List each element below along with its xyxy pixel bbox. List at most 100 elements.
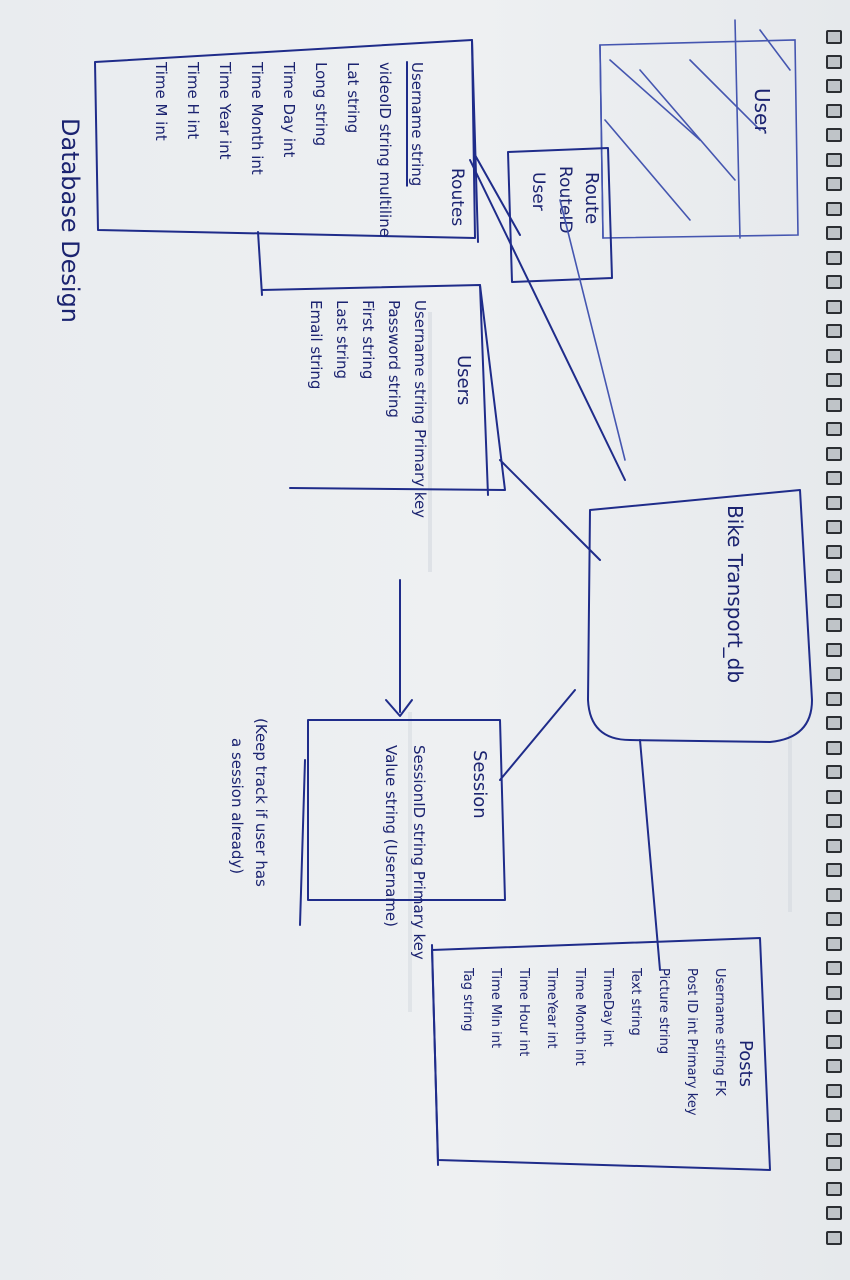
spiral-ring [826, 887, 842, 902]
users-field-row: Password string [385, 300, 403, 418]
spiral-ring [826, 471, 842, 485]
spiral-ring [826, 1206, 842, 1220]
spiral-ring [826, 79, 842, 93]
spiral-ring [826, 1157, 842, 1171]
spiral-ring [826, 324, 842, 338]
route-box-line-2: RouteID [555, 166, 575, 233]
routes-field-row: Time Month int [248, 61, 266, 175]
spiral-ring [826, 716, 842, 730]
spiral-ring [826, 373, 842, 387]
spiral-ring [826, 348, 842, 363]
spiral-ring [826, 1108, 842, 1122]
spiral-ring [826, 275, 842, 289]
spiral-ring [826, 495, 842, 510]
fk-arrowhead [385, 699, 413, 717]
spiral-ring [826, 1181, 842, 1196]
routes-to-route-link [474, 154, 521, 236]
session-note: (Keep track if user has a session already… [228, 718, 270, 887]
spiral-ring [826, 912, 842, 926]
spiral-ring [826, 985, 842, 1000]
spiral-ring [826, 1034, 842, 1049]
spiral-ring [826, 397, 842, 412]
users-field-row: Last string [333, 300, 351, 379]
spiral-ring [826, 593, 842, 608]
posts-field-row: TimeYear int [544, 967, 559, 1048]
spiral-ring [826, 30, 842, 44]
bike-transport-db-node: Bike Transport_db [587, 489, 813, 743]
spiral-ring [826, 961, 842, 975]
spiral-ring [826, 1132, 842, 1147]
posts-field-row: Tag string [460, 967, 475, 1031]
spiral-ring [826, 691, 842, 706]
session-to-db-link [499, 689, 576, 781]
posts-field-row: Text string [628, 967, 643, 1036]
spiral-ring [826, 1010, 842, 1024]
session-note-line: a session already) [228, 738, 246, 874]
spiral-ring [826, 152, 842, 167]
spiral-ring [826, 740, 842, 755]
posts-title: Posts [735, 1040, 756, 1087]
spiral-ring [826, 128, 842, 142]
session-table: Session SessionID string Primary keyValu… [228, 718, 506, 960]
routes-field-row: Lat string [344, 62, 362, 133]
spiral-ring [826, 520, 842, 534]
spiral-ring [826, 667, 842, 681]
route-box-line-1: Route [581, 172, 602, 224]
spiral-ring [826, 1083, 842, 1098]
spiral-ring [826, 789, 842, 804]
routes-field-row: videoID string multiline [376, 62, 394, 237]
routes-rows: Username string videoID string multiline L… [152, 61, 426, 237]
routes-field-row: Time H int [184, 61, 202, 139]
posts-field-row: Time Month int [572, 967, 587, 1066]
routes-field-row: Username string [408, 62, 426, 186]
session-field-row: Value string (Username) [382, 745, 400, 927]
posts-field-row: Time Hour int [516, 967, 531, 1056]
spiral-ring [826, 446, 842, 461]
center-node-label: Bike Transport_db [723, 505, 747, 683]
db-to-posts-link [639, 739, 661, 971]
spiral-ring [826, 103, 842, 118]
routes-to-db-link [469, 159, 626, 481]
routes-field-row: Time Day int [280, 61, 298, 158]
spiral-ring [826, 226, 842, 240]
spiral-ring [826, 838, 842, 853]
routes-title: Routes [447, 168, 467, 226]
page-title: Database Design [56, 118, 84, 323]
spiral-ring [826, 1230, 842, 1245]
session-note-line: (Keep track if user has [252, 718, 270, 887]
users-title: Users [453, 355, 474, 405]
spiral-ring [826, 177, 842, 191]
spiral-ring [826, 250, 842, 265]
routes-field-row: Time M int [152, 61, 170, 141]
user-box-title: User [750, 88, 774, 134]
routes-table: Routes Username string videoID string mul… [94, 39, 479, 296]
posts-field-row: Picture string [656, 968, 671, 1054]
route-box-line-3: User [528, 172, 548, 211]
spiral-ring [826, 642, 842, 657]
spiral-ring [826, 936, 842, 951]
spiral-ring [826, 618, 842, 632]
routes-field-row: Long string [312, 62, 330, 146]
route-box-to-db-link [559, 199, 626, 461]
spiral-ring [826, 814, 842, 828]
spiral-ring [826, 422, 842, 436]
spiral-ring [826, 569, 842, 583]
posts-field-row: Username string FK [712, 968, 727, 1096]
users-rows: Username string Primary key Password stri… [307, 300, 429, 518]
users-to-db-link [499, 459, 601, 561]
spiral-ring [826, 299, 842, 314]
users-table: Users Username string Primary key Passwor… [261, 284, 506, 518]
bleed-through-text [408, 312, 792, 1012]
connection-lines [385, 154, 661, 971]
users-field-row: Username string Primary key [411, 300, 429, 518]
user-box: User [599, 19, 799, 239]
posts-field-row: TimeDay int [600, 967, 615, 1047]
spiral-ring [826, 201, 842, 216]
spiral-ring [826, 863, 842, 877]
users-field-row: First string [359, 300, 377, 379]
